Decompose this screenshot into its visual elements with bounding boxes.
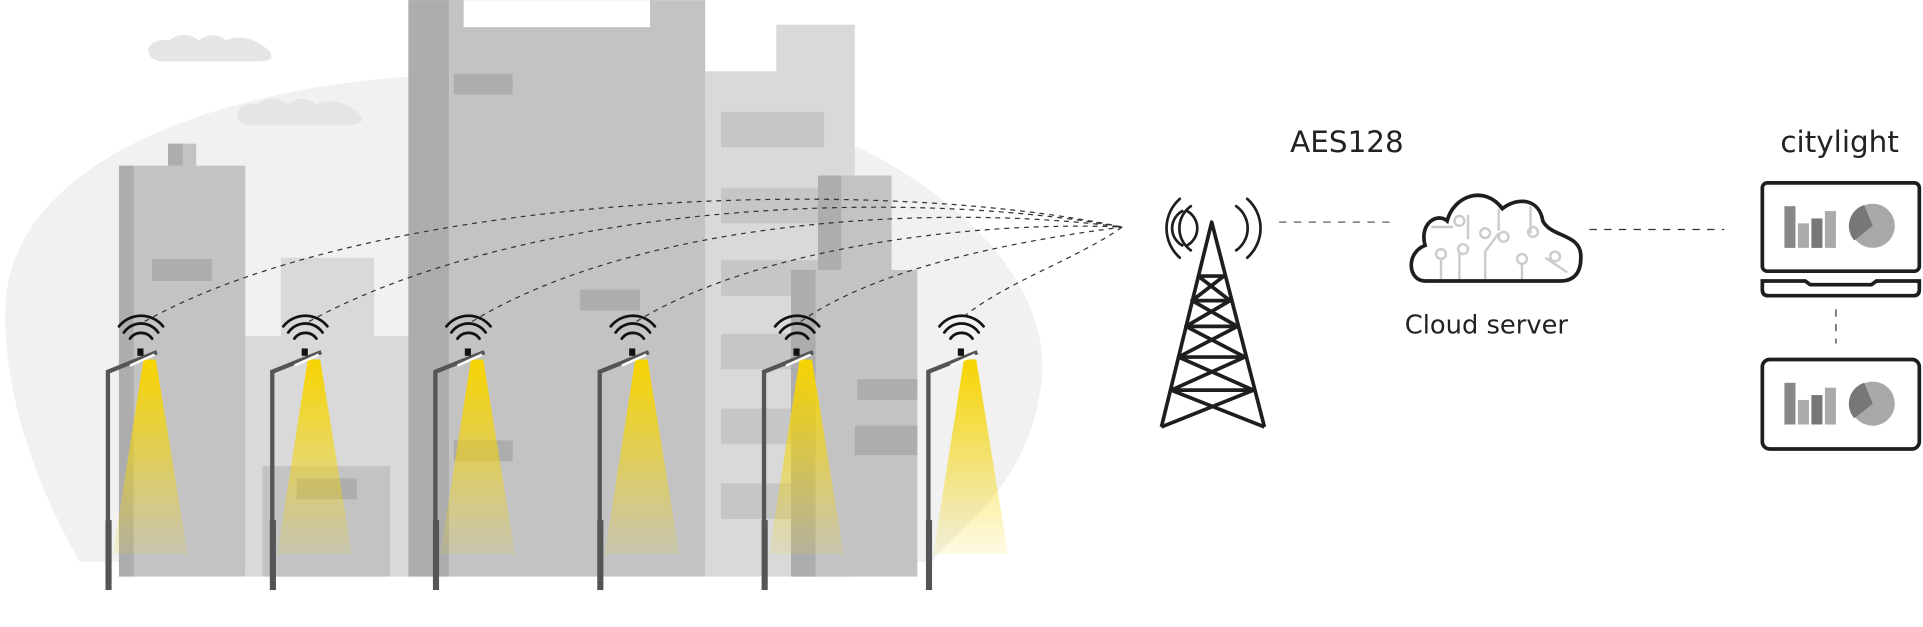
cloud-server-label: Cloud server	[1405, 311, 1569, 341]
encryption-label: AES128	[1290, 125, 1404, 159]
bar-chart-icon	[1784, 206, 1836, 248]
building	[448, 0, 464, 28]
lamp-led	[129, 353, 156, 367]
bar-chart-icon	[1784, 382, 1836, 425]
dashed-link	[471, 216, 1123, 322]
cell-tower	[1159, 197, 1267, 429]
building	[818, 175, 842, 274]
street-lamp	[105, 314, 188, 591]
cloud-shape	[148, 35, 272, 62]
dashed-link	[963, 226, 1123, 318]
window	[580, 289, 641, 311]
dashed-link	[144, 198, 1123, 323]
street-lamps	[105, 316, 1008, 590]
lamp-pole	[105, 350, 158, 589]
window	[721, 111, 825, 148]
cloud-shape	[237, 98, 362, 126]
cloud-server-icon	[1409, 193, 1583, 283]
lamp-pole-base	[105, 520, 112, 591]
tower-lattice	[1160, 274, 1266, 429]
window	[857, 379, 918, 400]
tablet-dashboard-icon	[1760, 357, 1922, 451]
building-notch	[463, 0, 650, 28]
window	[152, 258, 213, 282]
wifi-icon	[117, 314, 165, 340]
wireless-links	[144, 198, 1123, 323]
laptop-dashboard-icon	[1760, 181, 1922, 298]
dashed-link	[800, 226, 1123, 322]
broadcast-icon	[1165, 197, 1262, 260]
dashed-link	[636, 225, 1123, 322]
light-beam	[112, 359, 188, 555]
building	[408, 0, 449, 577]
building	[776, 24, 855, 74]
pie-chart-icon	[1848, 203, 1895, 248]
brand-label: citylight	[1780, 125, 1899, 159]
window	[453, 73, 513, 95]
chimney	[168, 143, 183, 166]
pie-chart-icon	[1848, 381, 1895, 426]
iot-node	[137, 348, 144, 356]
dashed-link	[308, 206, 1123, 323]
window	[854, 425, 918, 456]
window	[721, 187, 825, 224]
